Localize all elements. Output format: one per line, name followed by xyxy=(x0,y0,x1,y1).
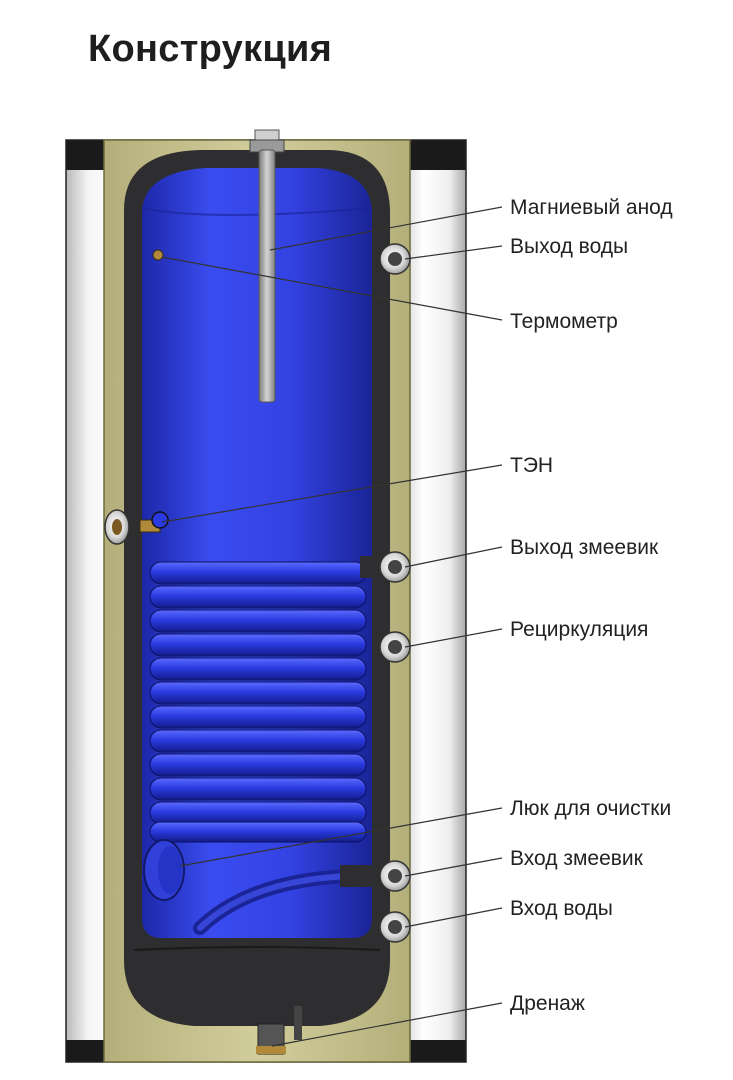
leader-heater xyxy=(161,464,503,523)
leader-recirculation xyxy=(404,628,503,648)
top-port xyxy=(249,129,285,153)
label-cleaning-hatch: Люк для очистки xyxy=(510,797,671,820)
leader-drain xyxy=(271,1002,503,1047)
label-coil-in: Вход змеевик xyxy=(510,847,644,870)
label-coil-out: Выход змеевик xyxy=(510,536,659,559)
thermometer-sensor xyxy=(152,249,164,261)
label-drain: Дренаж xyxy=(510,992,585,1015)
leader-coil-out xyxy=(404,546,503,568)
label-water-out: Выход воды xyxy=(510,235,628,258)
fitting-coil-out xyxy=(360,551,411,583)
fitting-recirculation xyxy=(372,631,411,663)
cleaning-hatch xyxy=(143,839,185,901)
fitting-water-in xyxy=(372,911,411,943)
leader-lines xyxy=(161,206,503,1047)
label-water-in: Вход воды xyxy=(510,897,613,920)
label-thermometer: Термометр xyxy=(510,310,618,333)
leader-coil-in xyxy=(404,857,503,877)
leader-thermometer xyxy=(161,256,503,321)
label-recirculation: Рециркуляция xyxy=(510,618,648,641)
leader-water-out xyxy=(404,245,503,260)
leader-anode xyxy=(269,206,503,251)
drain-pipe xyxy=(256,1006,302,1055)
label-heater: ТЭН xyxy=(510,454,553,477)
fitting-water-out xyxy=(372,243,411,275)
label-anode: Магниевый анод xyxy=(510,196,673,219)
fitting-coil-in xyxy=(340,860,411,892)
heater-port xyxy=(104,509,169,545)
page-title: Конструкция xyxy=(88,28,333,70)
heat-exchanger-coil xyxy=(149,561,367,935)
leader-water-in xyxy=(404,907,503,928)
leader-cleaning-hatch xyxy=(179,807,503,867)
